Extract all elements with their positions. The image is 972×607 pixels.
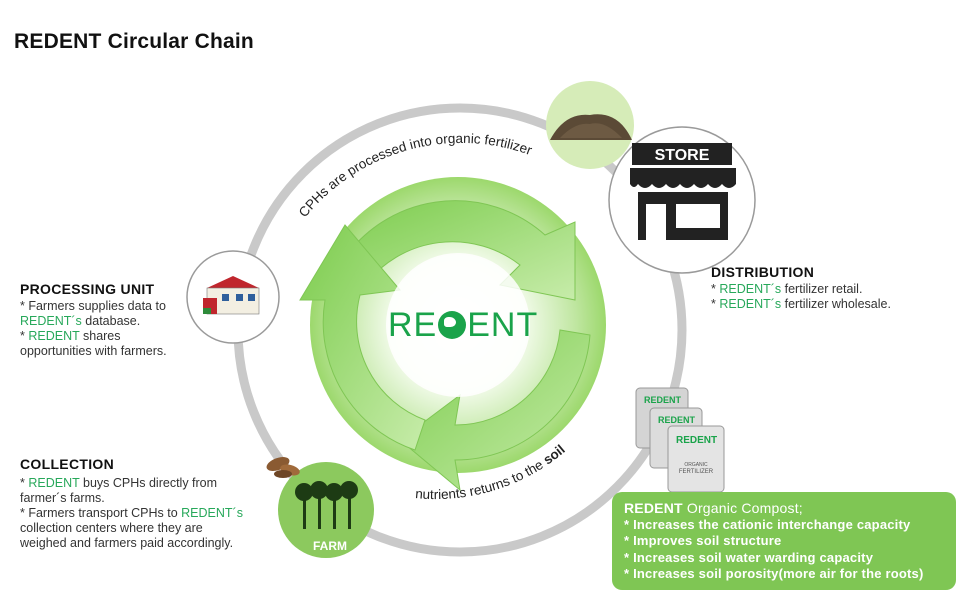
processing-block: PROCESSING UNIT * Farmers supplies data … <box>20 281 167 359</box>
compost-item-3: * Increases soil water warding capacity <box>624 549 874 565</box>
cycle-arrows <box>299 200 591 492</box>
compost-item-4: * Increases soil porosity(more air for t… <box>624 566 924 581</box>
husks-image <box>266 457 300 478</box>
compost-item-2: * Improves soil structure <box>624 533 782 548</box>
bag-brand-label: REDENT <box>658 415 696 425</box>
fertilizer-bags: REDENT REDENT REDENT ORGANIC FERTILIZER <box>635 387 725 493</box>
farm-node: FARM <box>278 462 374 558</box>
distribution-item1: * REDENT´s fertilizer retail. <box>711 282 863 296</box>
collection-title: COLLECTION <box>20 456 114 472</box>
soil-node <box>546 81 634 169</box>
redent-logo: RE ENT <box>388 306 538 345</box>
collection-block: COLLECTION * REDENT buys CPHs directly f… <box>20 456 243 551</box>
farm-label: FARM <box>313 539 347 553</box>
logo-text-re: RE <box>388 306 438 344</box>
arrow-bottom <box>399 329 591 492</box>
bag-brand-label: REDENT <box>644 395 682 405</box>
store-awning <box>630 168 736 188</box>
store-sign <box>632 143 732 165</box>
arrow-left <box>299 224 426 451</box>
bag-brand-label: REDENT <box>676 435 717 446</box>
compost-item-1: * Increases the cationic interchange cap… <box>624 516 911 532</box>
processing-line4: opportunities with farmers. <box>20 344 167 358</box>
store-node: STORE <box>608 126 756 274</box>
processing-line1: * Farmers supplies data to <box>20 299 166 313</box>
bag-sub-label: ORGANIC <box>684 462 708 468</box>
processing-line3: * REDENT shares <box>20 329 121 343</box>
globe-icon <box>438 311 467 339</box>
distribution-block: DISTRIBUTION * REDENT´s fertilizer retai… <box>711 264 891 312</box>
processing-title: PROCESSING UNIT <box>20 281 155 297</box>
distribution-item2: * REDENT´s fertilizer wholesale. <box>711 297 891 311</box>
collection-line3: * Farmers transport CPHs to REDENT´s <box>20 506 243 520</box>
collection-line2: farmer´s farms. <box>20 491 105 505</box>
processing-line2: REDENT´s database. <box>20 314 141 328</box>
processing-node <box>186 250 280 344</box>
compost-title: REDENT Organic Compost; <box>624 500 803 516</box>
house-roof <box>207 276 259 288</box>
distribution-title: DISTRIBUTION <box>711 264 815 280</box>
bag-product-label: FERTILIZER <box>679 469 714 475</box>
arrow-top <box>339 200 576 301</box>
logo-text-ent: ENT <box>467 306 539 344</box>
store-label: STORE <box>655 147 710 164</box>
compost-benefits-box: REDENT Organic Compost; * Increases the … <box>612 492 956 590</box>
collection-line5: weighed and farmers paid accordingly. <box>20 536 234 550</box>
page-title: REDENT Circular Chain <box>14 30 254 53</box>
collection-line1: * REDENT buys CPHs directly from <box>20 476 218 490</box>
collection-line4: collection centers where they are <box>20 521 203 535</box>
